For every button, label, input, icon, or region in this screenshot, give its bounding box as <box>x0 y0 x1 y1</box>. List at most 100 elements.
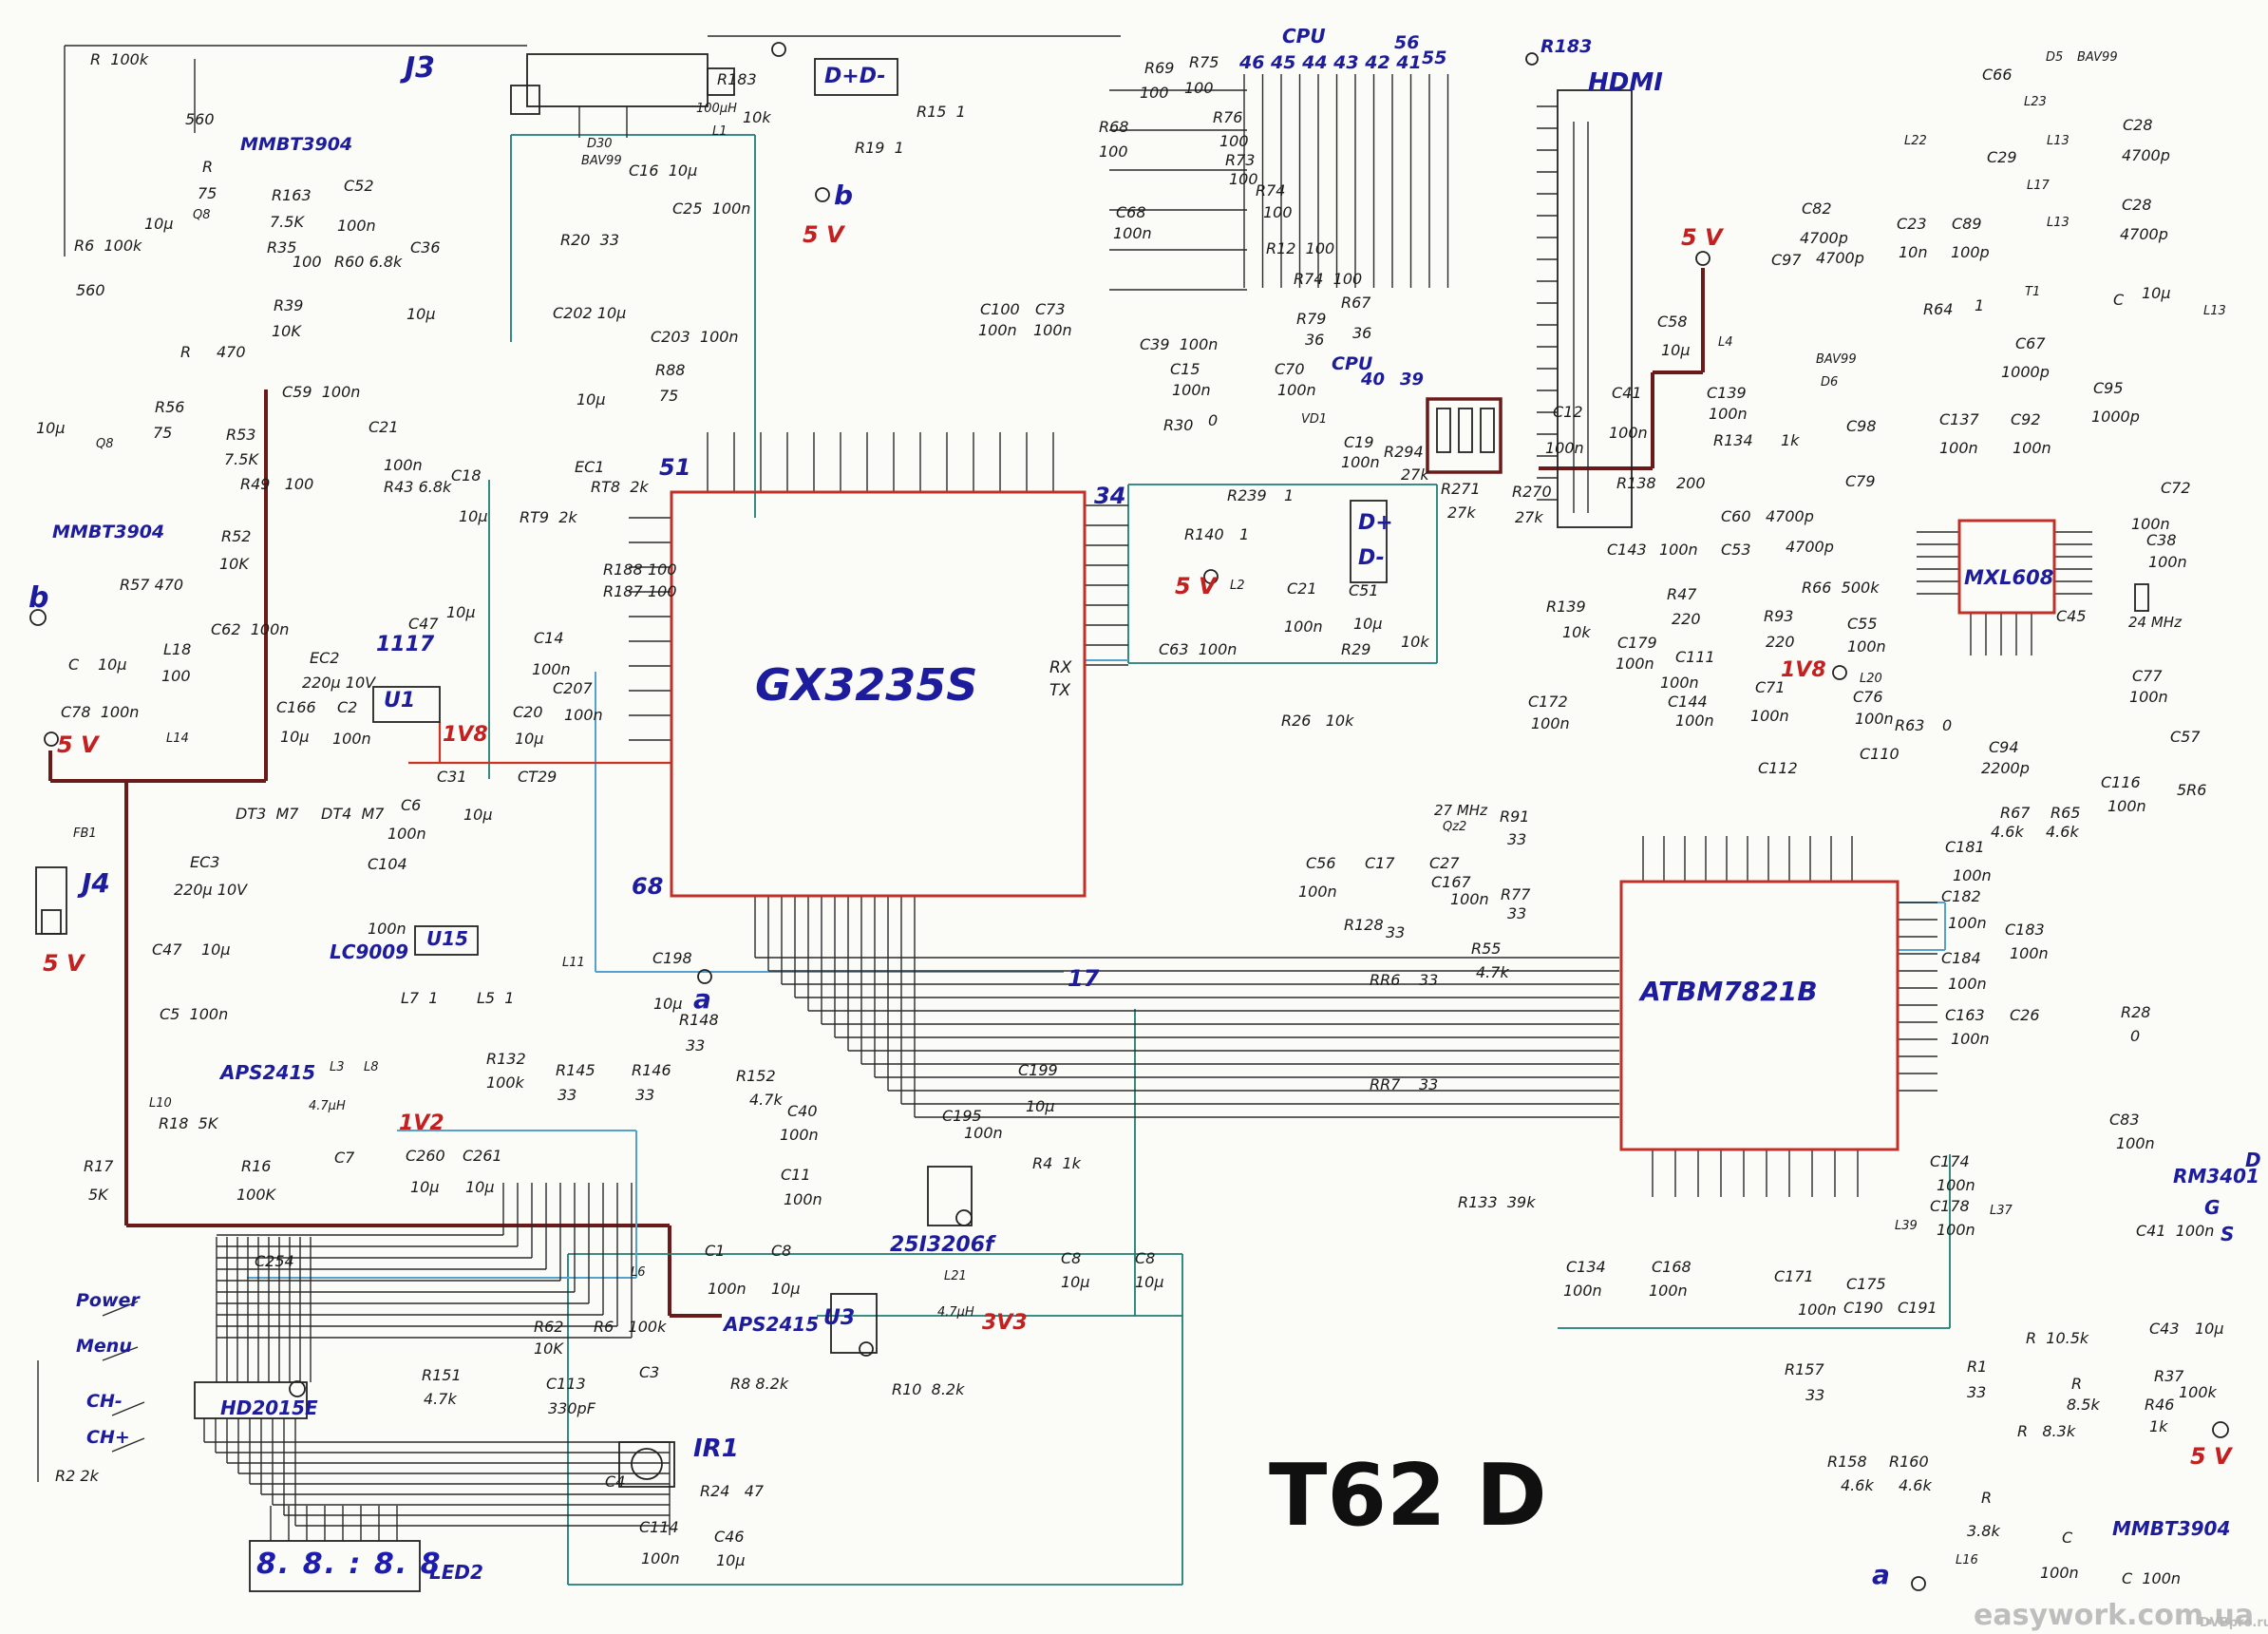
schematic-label: C73 <box>1035 300 1066 318</box>
schematic-label: 100 <box>1263 203 1293 221</box>
schematic-label: L3 <box>330 1060 345 1074</box>
schematic-label: RT9 2k <box>520 508 577 526</box>
schematic-label: R239 <box>1227 486 1267 504</box>
schematic-label: 27k <box>1401 466 1429 484</box>
schematic-label: 1k <box>2149 1417 2168 1435</box>
schematic-label: R76 <box>1213 108 1243 126</box>
schematic-label: 10µ <box>576 390 606 408</box>
schematic-label: C12 <box>1553 403 1583 421</box>
schematic-label: BAV99 <box>1816 352 1857 367</box>
schematic-label: C182 <box>1941 887 1981 905</box>
schematic-label: R67 <box>1341 294 1371 312</box>
schematic-label: C144 <box>1668 693 1708 711</box>
schematic-label: 39 <box>1400 370 1425 390</box>
schematic-label: 10µ <box>1353 615 1383 633</box>
terminal-circle <box>1525 52 1539 66</box>
schematic-label: Q8 <box>193 208 211 222</box>
schematic-label: R <box>202 158 214 176</box>
schematic-label: C38 <box>2146 531 2177 549</box>
schematic-label: C174 <box>1930 1152 1970 1170</box>
schematic-label: R271 <box>1441 480 1481 498</box>
component-outline <box>1458 408 1473 453</box>
schematic-label: C190 <box>1843 1299 1883 1317</box>
schematic-label: 100n <box>1675 712 1714 730</box>
schematic-label: 4.6k <box>1991 823 2024 841</box>
schematic-label: C199 <box>1018 1061 1058 1079</box>
schematic-label: R152 <box>736 1067 776 1085</box>
schematic-label: 10µ <box>465 1178 495 1196</box>
schematic-label: 200 <box>1676 474 1706 492</box>
schematic-label: R 8.3k <box>2017 1422 2076 1440</box>
schematic-label: 1V8 <box>443 723 488 747</box>
schematic-label: C31 <box>437 768 467 786</box>
schematic-label: R39 <box>274 296 304 314</box>
schematic-label: L4 <box>1718 335 1733 350</box>
schematic-label: C17 <box>1365 854 1395 872</box>
schematic-label: 10µ <box>446 603 476 621</box>
schematic-label: 100n <box>1033 321 1072 339</box>
schematic-label: 33 <box>686 1036 706 1054</box>
schematic-label: 0 <box>1208 411 1219 429</box>
schematic-label: R93 <box>1764 607 1794 625</box>
schematic-label: R52 <box>221 527 252 545</box>
terminal-circle <box>29 609 47 626</box>
schematic-label: C191 <box>1898 1299 1937 1317</box>
schematic-label: R4 1k <box>1032 1154 1081 1172</box>
schematic-label: C112 <box>1758 759 1798 777</box>
schematic-label: R139 <box>1546 598 1586 616</box>
schematic-label: 5 V <box>57 732 99 758</box>
component-outline <box>1350 500 1388 583</box>
schematic-label: C19 <box>1344 433 1374 451</box>
schematic-label: C168 <box>1652 1258 1692 1276</box>
schematic-label: C28 <box>2122 196 2152 214</box>
schematic-label: LC9009 <box>330 940 409 963</box>
schematic-label: 100n <box>1545 439 1584 457</box>
schematic-label: R91 <box>1500 808 1530 826</box>
schematic-label: 100 <box>161 667 191 685</box>
terminal-circle <box>1911 1576 1926 1591</box>
schematic-label: DT4 M7 <box>321 805 385 823</box>
schematic-label: 5 V <box>1681 224 1723 251</box>
schematic-label: Power <box>76 1290 140 1311</box>
schematic-label: C53 <box>1721 541 1751 559</box>
schematic-label: R43 6.8k <box>384 478 452 496</box>
schematic-label: RR7 <box>1370 1075 1401 1093</box>
schematic-label: 100 <box>1140 84 1169 102</box>
schematic-label: 10µ <box>515 730 544 748</box>
schematic-label: R140 <box>1184 525 1224 543</box>
schematic-label: 100 <box>1229 170 1258 188</box>
schematic-label: R53 <box>226 426 256 444</box>
schematic-label: 10µ <box>1061 1273 1090 1291</box>
schematic-label: R73 <box>1225 151 1256 169</box>
schematic-label: C51 <box>1349 581 1379 599</box>
schematic-label: C <box>2062 1529 2073 1547</box>
schematic-label: 10µ <box>771 1280 801 1298</box>
schematic-label: 55 <box>1422 48 1447 68</box>
schematic-label: C7 <box>334 1149 355 1167</box>
schematic-label: 4.7µH <box>937 1305 974 1320</box>
component-outline <box>618 1441 675 1488</box>
schematic-label: R 100k <box>90 50 149 68</box>
schematic-label: 4.7µH <box>309 1099 346 1113</box>
schematic-label: C183 <box>2005 921 2045 939</box>
schematic-label: 10µ <box>463 806 493 824</box>
schematic-label: C76 <box>1853 688 1883 706</box>
schematic-label: C47 <box>408 615 439 633</box>
schematic-label: 4700p <box>1766 507 1814 525</box>
schematic-label: 4700p <box>2120 225 2168 243</box>
schematic-label: 100n <box>1609 424 1648 442</box>
schematic-label: C203 100n <box>651 328 739 346</box>
wire-segment <box>111 1401 145 1416</box>
schematic-label: 100n <box>2131 515 2170 533</box>
schematic-label: R151 <box>422 1366 462 1384</box>
schematic-label: 220µ 10V <box>174 881 248 899</box>
schematic-label: C66 <box>1982 66 2013 84</box>
schematic-label: 46 45 44 43 42 41 <box>1239 52 1422 73</box>
terminal-circle <box>955 1209 973 1226</box>
schematic-label: R2 2k <box>55 1467 99 1485</box>
terminal-circle <box>815 187 830 202</box>
schematic-label: 100 <box>648 560 677 579</box>
schematic-label: 100n <box>1450 890 1489 908</box>
schematic-label: R 10.5k <box>2026 1329 2089 1347</box>
